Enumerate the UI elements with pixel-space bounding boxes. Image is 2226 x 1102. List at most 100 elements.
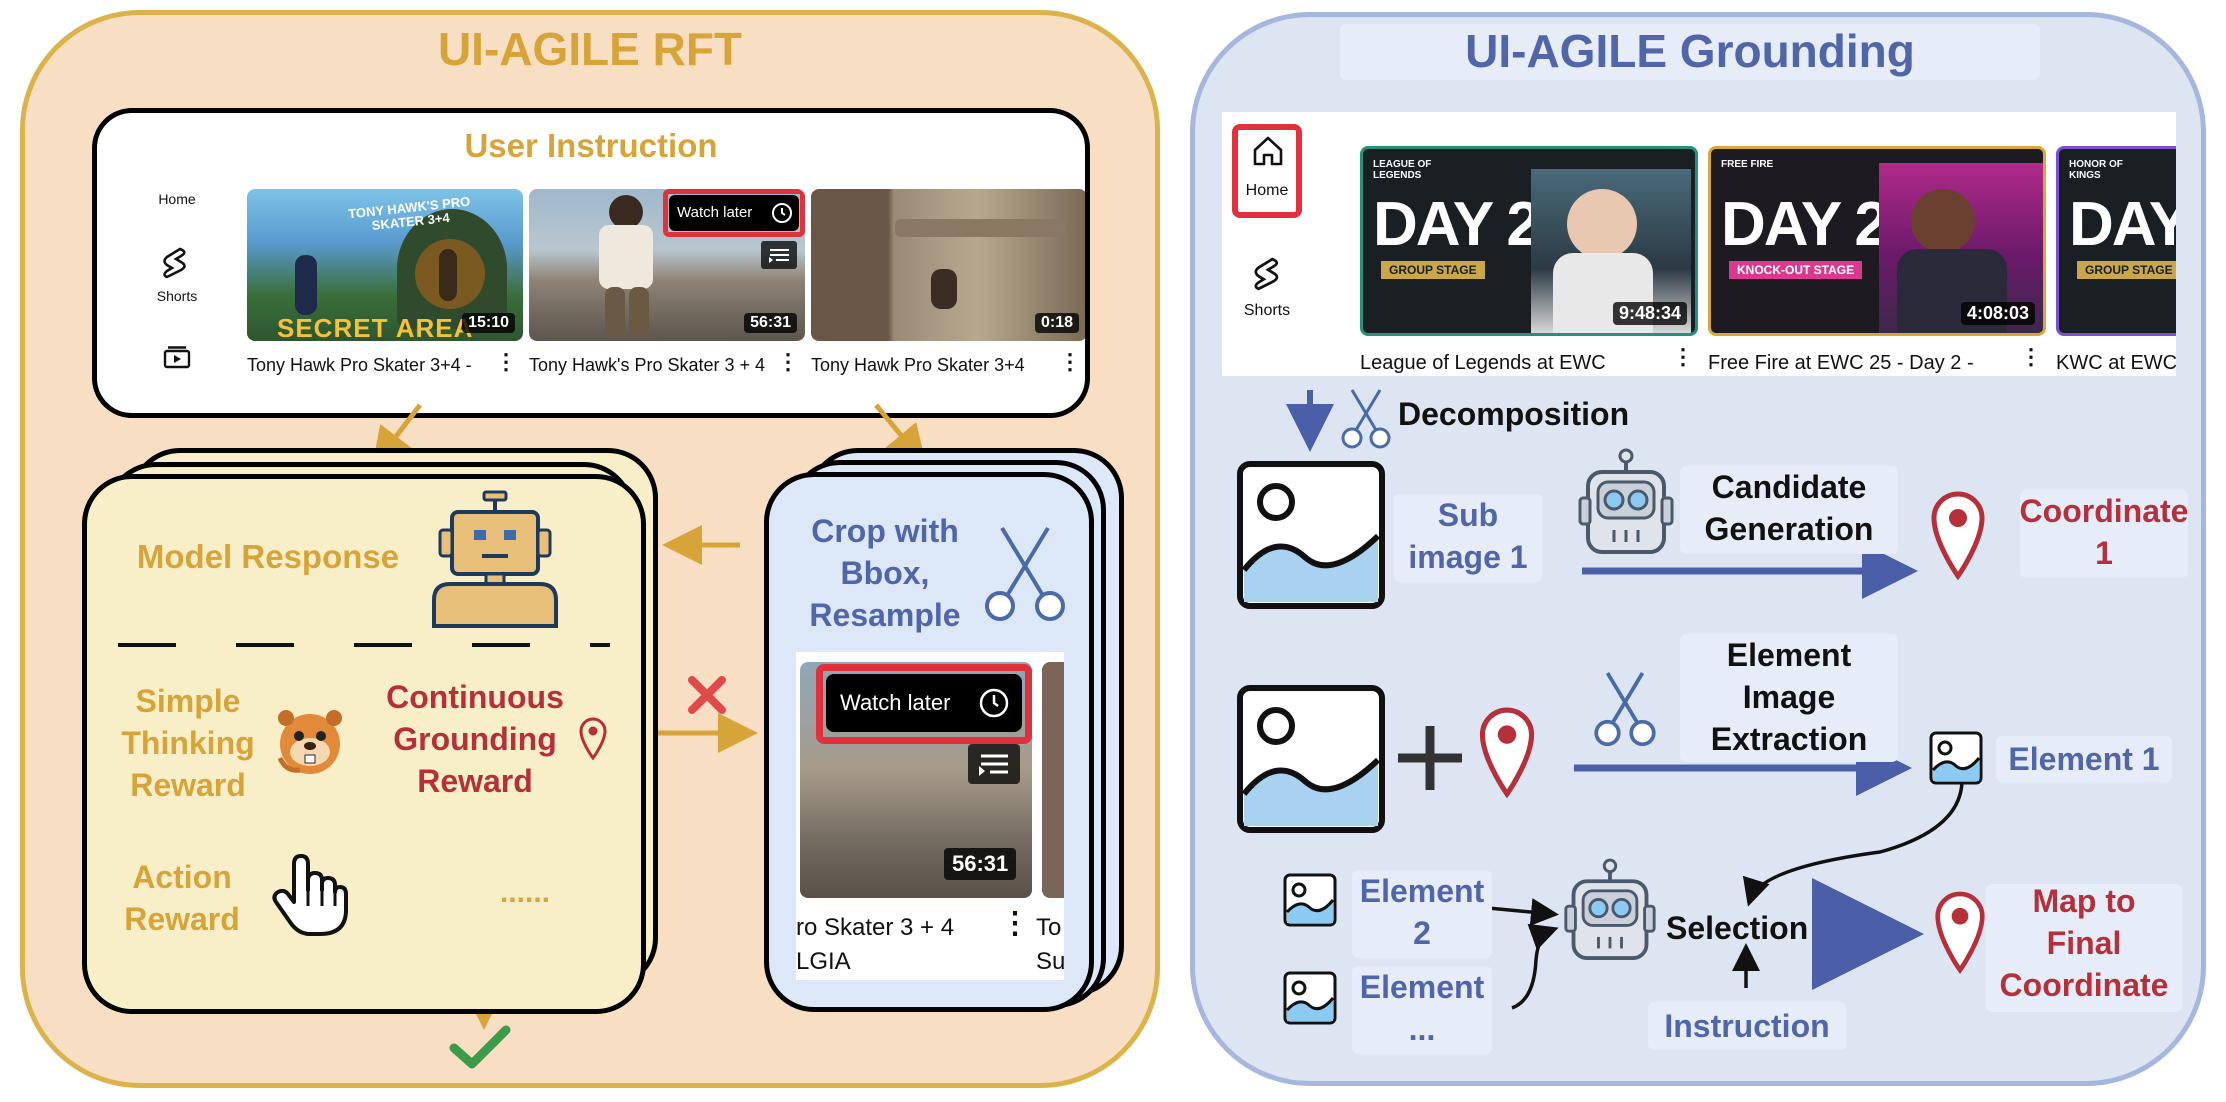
model-response-card xyxy=(82,474,646,1014)
model-response-label: Model Response xyxy=(136,538,400,575)
ewc-title-2[interactable]: Free Fire at EWC 25 - Day 2 - xyxy=(1708,352,1974,374)
video-menu-2[interactable]: ⋮ xyxy=(777,349,799,374)
decomposition-scissors-icon xyxy=(1341,389,1391,449)
shorts-icon-right[interactable] xyxy=(1252,256,1284,292)
right-panel-arrows xyxy=(1286,390,1964,1010)
cropped-side-subtitle: Su xyxy=(1036,948,1064,975)
action-reward: Action Reward xyxy=(124,859,240,937)
cropped-video-title: ro Skater 3 + 4 xyxy=(796,914,955,941)
cropped-subtitle: LGIA xyxy=(796,948,851,975)
extraction-scissors-icon xyxy=(1594,672,1656,747)
video-title-3[interactable]: Tony Hawk Pro Skater 3+4 xyxy=(811,355,1025,375)
full-image-icon xyxy=(1237,685,1385,833)
coordinate-1-label: Coordinate 1 xyxy=(2019,493,2189,571)
video-title-1[interactable]: Tony Hawk Pro Skater 3+4 - xyxy=(247,355,472,375)
ewc-thumbnail-1[interactable]: LEAGUE OF LEGENDS DAY 2 GROUP STAGE 9:48… xyxy=(1360,146,1698,336)
ewc-title-1[interactable]: League of Legends at EWC xyxy=(1360,352,1606,374)
watch-later-label: Watch later xyxy=(677,204,753,221)
ewc-menu-2[interactable]: ⋮ xyxy=(2020,344,2042,369)
ewc-day-1: DAY 2 xyxy=(1373,190,1541,259)
rft-title: UI-AGILE RFT xyxy=(437,23,743,75)
ewc-duration-1: 9:48:34 xyxy=(1612,302,1687,325)
element-1-label: Element 1 xyxy=(2008,741,2160,777)
nav-shorts-label[interactable]: Shorts xyxy=(156,288,198,304)
check-icon xyxy=(449,1025,511,1069)
cropped-watch-later-button[interactable]: Watch later xyxy=(826,674,1022,732)
nav-home-label[interactable]: Home xyxy=(158,191,196,207)
ewc-brand-3: HONOR OF KINGS xyxy=(2069,159,2123,181)
watch-later-button[interactable]: Watch later xyxy=(669,195,799,231)
ellipsis-label: ...... xyxy=(500,876,551,909)
shorts-label-right[interactable]: Shorts xyxy=(1243,302,1291,319)
dashed-separator xyxy=(118,643,610,647)
ewc-brand-1: LEAGUE OF LEGENDS xyxy=(1373,159,1432,181)
hand-pointer-icon xyxy=(272,854,348,936)
element-1-icon xyxy=(1929,731,1983,785)
cropped-watch-later-label: Watch later xyxy=(840,690,951,715)
ewc-brand-2: FREE FIRE xyxy=(1721,159,1774,170)
cropped-queue-icon xyxy=(968,744,1020,784)
ewc-stage-3: GROUP STAGE xyxy=(2077,261,2176,279)
beaver-icon xyxy=(277,710,342,774)
video-menu-3[interactable]: ⋮ xyxy=(1059,349,1081,374)
clock-icon xyxy=(772,203,792,223)
cross-icon xyxy=(688,676,726,714)
cropped-image: Watch later 56:31 ro Skater 3 + 4 ⋮ To L… xyxy=(796,652,1064,980)
decomposition-label: Decomposition xyxy=(1398,396,1630,432)
video-thumbnail-1[interactable]: TONY HAWK'S PRO SKATER 3+4 SECRET AREA 1… xyxy=(247,189,523,341)
video-thumbnail-3[interactable]: 0:18 xyxy=(811,189,1085,341)
video-menu-1[interactable]: ⋮ xyxy=(495,349,517,374)
grounding-screenshot: Home Shorts LEAGUE OF LEGENDS DAY 2 GROU… xyxy=(1222,112,2176,376)
ewc-title-3[interactable]: KWC at EWC xyxy=(2056,352,2176,374)
candidate-robot-icon xyxy=(1578,448,1674,554)
video-duration-1: 15:10 xyxy=(462,313,515,333)
location-pin-icon xyxy=(579,717,607,760)
home-label[interactable]: Home xyxy=(1245,182,1289,199)
video-duration-3: 0:18 xyxy=(1034,313,1079,333)
ewc-thumbnail-2[interactable]: FREE FIRE DAY 2 KNOCK-OUT STAGE 4:08:03 xyxy=(1708,146,2046,336)
sub-image-label: Sub image 1 xyxy=(1408,497,1528,575)
video-title-2[interactable]: Tony Hawk's Pro Skater 3 + 4 xyxy=(529,355,766,375)
home-icon[interactable] xyxy=(1251,134,1285,168)
ewc-stage-2: KNOCK-OUT STAGE xyxy=(1729,261,1863,279)
element-2-label: Element 2 xyxy=(1359,873,1485,951)
grounding-title: UI-AGILE Grounding xyxy=(1465,25,1915,77)
input-pin-icon xyxy=(1479,707,1535,798)
ewc-day-2: DAY 2 xyxy=(1721,190,1889,259)
cropped-duration: 56:31 xyxy=(944,848,1017,880)
element-image-extraction-label: Element Image Extraction xyxy=(1710,637,1868,757)
video-thumbnail-2[interactable]: Watch later 56:31 xyxy=(529,189,805,341)
element-2-icon xyxy=(1283,873,1337,927)
home-highlight xyxy=(1232,124,1302,218)
sub-image-icon xyxy=(1237,461,1385,609)
selection-label: Selection xyxy=(1666,910,1809,946)
watch-later-highlight xyxy=(663,189,805,237)
user-instruction-card: User Instruction Home Shorts TONY HAWK'S… xyxy=(92,108,1090,418)
continuous-grounding-reward: Continuous Grounding Reward xyxy=(386,679,564,799)
element-more-label: Element ... xyxy=(1359,969,1485,1047)
video-duration-2: 56:31 xyxy=(744,313,797,333)
robot-icon xyxy=(432,490,558,628)
subscriptions-icon[interactable] xyxy=(163,345,191,369)
instruction-label: Instruction xyxy=(1664,1008,1830,1044)
crop-label: Crop with Bbox, Resample xyxy=(809,513,961,633)
selection-robot-icon xyxy=(1564,858,1656,960)
simple-thinking-reward: Simple Thinking Reward xyxy=(121,683,255,803)
ewc-thumbnail-3[interactable]: HONOR OF KINGS DAY GROUP STAGE xyxy=(2056,146,2176,336)
cropped-menu-dots: ⋮ xyxy=(1000,907,1030,940)
ewc-duration-2: 4:08:03 xyxy=(1960,302,2035,325)
element-more-icon xyxy=(1283,971,1337,1025)
cropped-watch-later-highlight xyxy=(816,664,1032,744)
scissors-icon xyxy=(985,526,1065,621)
shorts-icon[interactable] xyxy=(161,246,191,280)
coordinate-pin-icon xyxy=(1931,491,1985,580)
secret-area-text: SECRET AREA xyxy=(277,313,474,341)
queue-icon[interactable] xyxy=(761,241,797,269)
user-instruction-heading: User Instruction xyxy=(464,127,718,164)
final-pin-icon xyxy=(1935,891,1985,974)
map-final-coordinate-label: Map to Final Coordinate xyxy=(1999,883,2169,1003)
ewc-stage-1: GROUP STAGE xyxy=(1381,261,1485,279)
candidate-generation-label: Candidate Generation xyxy=(1704,469,1874,547)
ewc-menu-1[interactable]: ⋮ xyxy=(1672,344,1694,369)
plus-icon xyxy=(1398,726,1462,790)
